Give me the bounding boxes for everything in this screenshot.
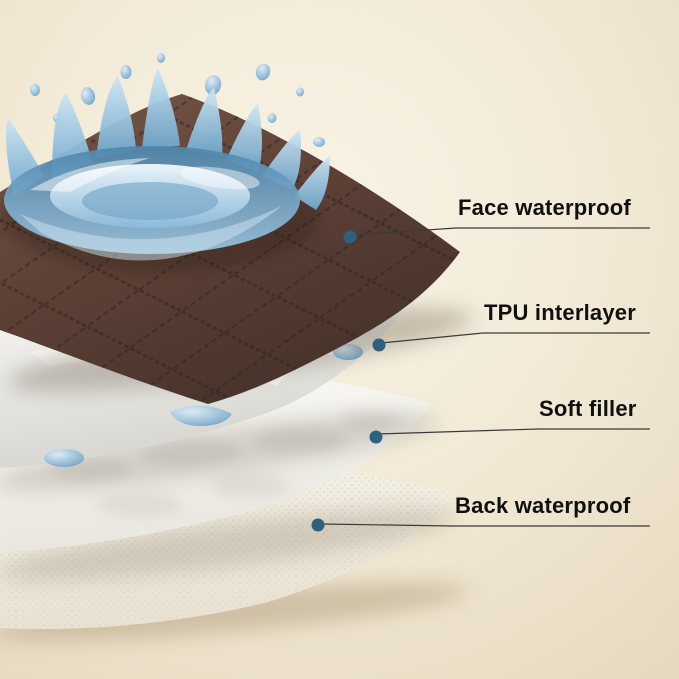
tpu-layer-shadow bbox=[0, 413, 438, 491]
splash-inner-shadow bbox=[82, 182, 218, 220]
label-face-waterproof: Face waterproof bbox=[458, 195, 631, 220]
callout-dot-filler bbox=[369, 430, 383, 444]
splash-highlight bbox=[180, 166, 260, 190]
callout-dot-back bbox=[311, 518, 325, 532]
callout-dot-face bbox=[343, 230, 357, 244]
label-tpu-interlayer: TPU interlayer bbox=[484, 300, 636, 325]
filler-layer-shadow bbox=[0, 509, 454, 581]
splash-droplets bbox=[30, 53, 325, 147]
callout-lines bbox=[320, 227, 650, 527]
splash-highlight bbox=[30, 158, 150, 192]
label-back-waterproof: Back waterproof bbox=[455, 493, 631, 518]
label-soft-filler: Soft filler bbox=[539, 396, 637, 421]
splash-front-rim bbox=[20, 206, 282, 261]
callout-dot-tpu bbox=[372, 338, 386, 352]
callout-dots bbox=[311, 230, 386, 532]
water-splash bbox=[4, 53, 330, 261]
